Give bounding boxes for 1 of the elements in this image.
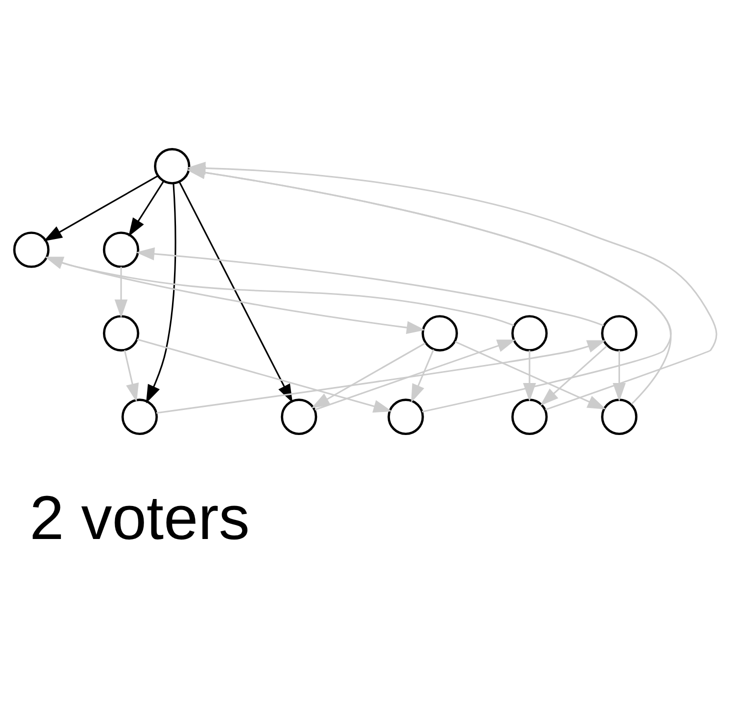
label: 2 voters — [30, 484, 250, 553]
